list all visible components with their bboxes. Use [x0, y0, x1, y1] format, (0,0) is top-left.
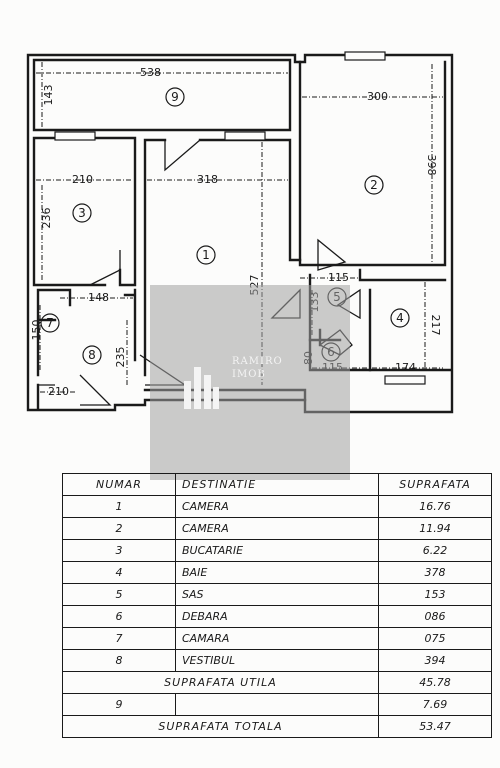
cell-nr: 7	[62, 627, 176, 650]
header-destinatie: DESTINATIE	[175, 473, 379, 496]
cell-area: 394	[378, 649, 492, 672]
watermark-line2: IMOB	[232, 369, 266, 380]
room-marker-9: 9	[165, 87, 185, 107]
table-row: 4 BAIE 378	[62, 561, 492, 584]
table-row: 8 VESTIBUL 394	[62, 649, 492, 672]
room-marker-2: 2	[364, 175, 384, 195]
cell-nr: 2	[62, 517, 176, 540]
cell-nr: 5	[62, 583, 176, 606]
table-header-row: NUMAR DESTINATIE SUPRAFATA	[62, 473, 492, 496]
svg-text:3: 3	[78, 206, 86, 220]
cell-dest	[175, 693, 379, 716]
room-marker-3: 3	[72, 203, 92, 223]
cell-dest: SAS	[175, 583, 379, 606]
dim-label: 318	[197, 173, 218, 186]
windows	[54, 51, 426, 385]
cell-nr: 4	[62, 561, 176, 584]
room-marker-7: 7	[40, 313, 60, 333]
useful-area-value: 45.78	[378, 671, 492, 694]
dim-label: 150	[30, 320, 43, 341]
dim-label: 174	[395, 361, 416, 374]
svg-text:1: 1	[202, 248, 210, 262]
cell-area: 378	[378, 561, 492, 584]
svg-text:8: 8	[88, 348, 96, 362]
dim-label: 217	[429, 315, 442, 336]
svg-text:7: 7	[46, 316, 54, 330]
cell-dest: CAMARA	[175, 627, 379, 650]
table-row: 6 DEBARA 086	[62, 605, 492, 628]
dim-label: 143	[42, 85, 55, 106]
cell-area: 153	[378, 583, 492, 606]
table-row: 9 7.69	[62, 693, 492, 716]
cell-nr: 8	[62, 649, 176, 672]
dim-label: 210	[48, 385, 69, 398]
header-suprafata: SUPRAFATA	[378, 473, 492, 496]
table-row: 2 CAMERA 11.94	[62, 517, 492, 540]
room-marker-8: 8	[82, 345, 102, 365]
dim-label: 236	[40, 208, 53, 229]
cell-area: 075	[378, 627, 492, 650]
watermark-line1: RAMIRO	[232, 356, 283, 367]
cell-nr: 1	[62, 495, 176, 518]
dim-label: 398	[425, 155, 438, 176]
dim-label: 235	[114, 347, 127, 368]
cell-area: 086	[378, 605, 492, 628]
cell-area: 16.76	[378, 495, 492, 518]
cell-dest: BUCATARIE	[175, 539, 379, 562]
cell-dest: CAMERA	[175, 495, 379, 518]
dim-label: 538	[140, 66, 161, 79]
cell-nr: 9	[62, 693, 176, 716]
cell-dest: BAIE	[175, 561, 379, 584]
table-row: 1 CAMERA 16.76	[62, 495, 492, 518]
dim-label: 210	[72, 173, 93, 186]
dim-label: 300	[367, 90, 388, 103]
total-area-label: SUPRAFATA TOTALA	[62, 715, 379, 738]
room-marker-4: 4	[390, 308, 410, 328]
cell-dest: CAMERA	[175, 517, 379, 540]
useful-area-label: SUPRAFATA UTILA	[62, 671, 379, 694]
cell-area: 7.69	[378, 693, 492, 716]
watermark: RAMIRO IMOB	[150, 285, 350, 480]
building-logo-icon	[184, 367, 219, 409]
table-row: 5 SAS 153	[62, 583, 492, 606]
total-area-value: 53.47	[378, 715, 492, 738]
dim-label: 148	[88, 291, 109, 304]
svg-text:9: 9	[171, 90, 179, 104]
dim-label: 115	[328, 271, 349, 284]
cell-dest: DEBARA	[175, 605, 379, 628]
table-row: 7 CAMARA 075	[62, 627, 492, 650]
cell-nr: 3	[62, 539, 176, 562]
cell-nr: 6	[62, 605, 176, 628]
svg-text:4: 4	[396, 311, 404, 325]
table-row: 3 BUCATARIE 6.22	[62, 539, 492, 562]
area-table: NUMAR DESTINATIE SUPRAFATA 1 CAMERA 16.7…	[62, 473, 492, 738]
cell-area: 6.22	[378, 539, 492, 562]
svg-text:2: 2	[370, 178, 378, 192]
total-area-row: SUPRAFATA TOTALA 53.47	[62, 715, 492, 738]
cell-dest: VESTIBUL	[175, 649, 379, 672]
header-numar: NUMAR	[62, 473, 176, 496]
room-marker-1: 1	[196, 245, 216, 265]
useful-area-row: SUPRAFATA UTILA 45.78	[62, 671, 492, 694]
watermark-text: RAMIRO IMOB	[232, 355, 283, 381]
cell-area: 11.94	[378, 517, 492, 540]
